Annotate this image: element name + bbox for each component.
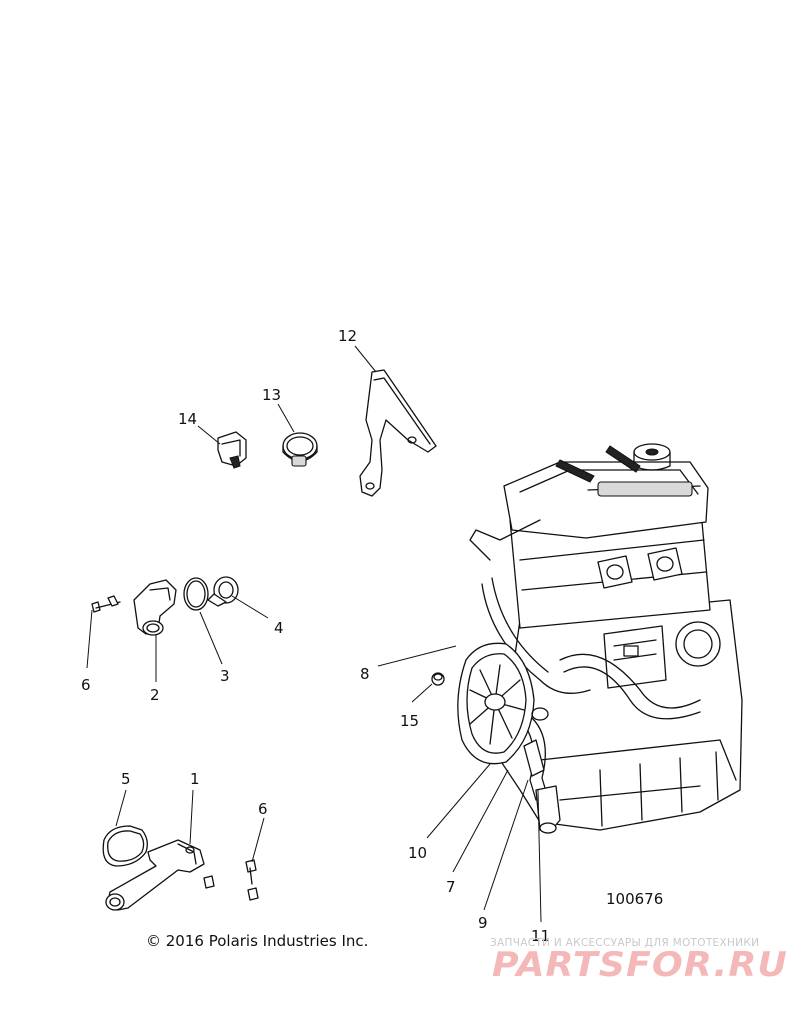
callout-9: 9 bbox=[478, 914, 488, 932]
copyright-notice: © 2016 Polaris Industries Inc. bbox=[146, 932, 368, 950]
callout-7: 7 bbox=[446, 878, 456, 896]
thermostat-housing-part-2 bbox=[133, 579, 177, 636]
figure-number: 100676 bbox=[606, 890, 663, 908]
callout-6-lower: 6 bbox=[258, 800, 268, 818]
callout-10: 10 bbox=[408, 844, 427, 862]
outlet-pipe-part-1 bbox=[105, 839, 205, 911]
watermark: ЗАПЧАСТИ И АКСЕССУАРЫ ДЛЯ МОТОТЕХНИКИ PA… bbox=[490, 937, 788, 985]
clip-part-14 bbox=[217, 431, 247, 469]
bolts-part-6-lower bbox=[203, 859, 259, 901]
callout-15: 15 bbox=[400, 712, 419, 730]
callout-13: 13 bbox=[262, 386, 281, 404]
engine-assembly bbox=[457, 443, 743, 834]
hose-clamp-part-13 bbox=[282, 432, 318, 467]
callout-12: 12 bbox=[338, 327, 357, 345]
callout-11: 11 bbox=[531, 927, 550, 945]
callout-6-upper: 6 bbox=[81, 676, 91, 694]
bracket-part-12 bbox=[359, 369, 437, 497]
callout-4: 4 bbox=[274, 619, 284, 637]
o-ring-part-3 bbox=[183, 577, 209, 611]
leader-lines bbox=[86, 345, 542, 923]
callout-5: 5 bbox=[121, 770, 131, 788]
callout-1: 1 bbox=[190, 770, 200, 788]
bolt-part-6-upper bbox=[91, 595, 121, 613]
thermostat-part-4 bbox=[207, 576, 239, 607]
gasket-part-5 bbox=[102, 825, 148, 867]
callout-14: 14 bbox=[178, 410, 197, 428]
callout-3: 3 bbox=[220, 667, 230, 685]
callout-8: 8 bbox=[360, 665, 370, 683]
callout-2: 2 bbox=[150, 686, 160, 704]
watermark-logo: PARTSFOR.RU bbox=[492, 945, 788, 985]
watermark-tagline: ЗАПЧАСТИ И АКСЕССУАРЫ ДЛЯ МОТОТЕХНИКИ bbox=[490, 937, 759, 949]
plug-part-15 bbox=[431, 672, 445, 686]
